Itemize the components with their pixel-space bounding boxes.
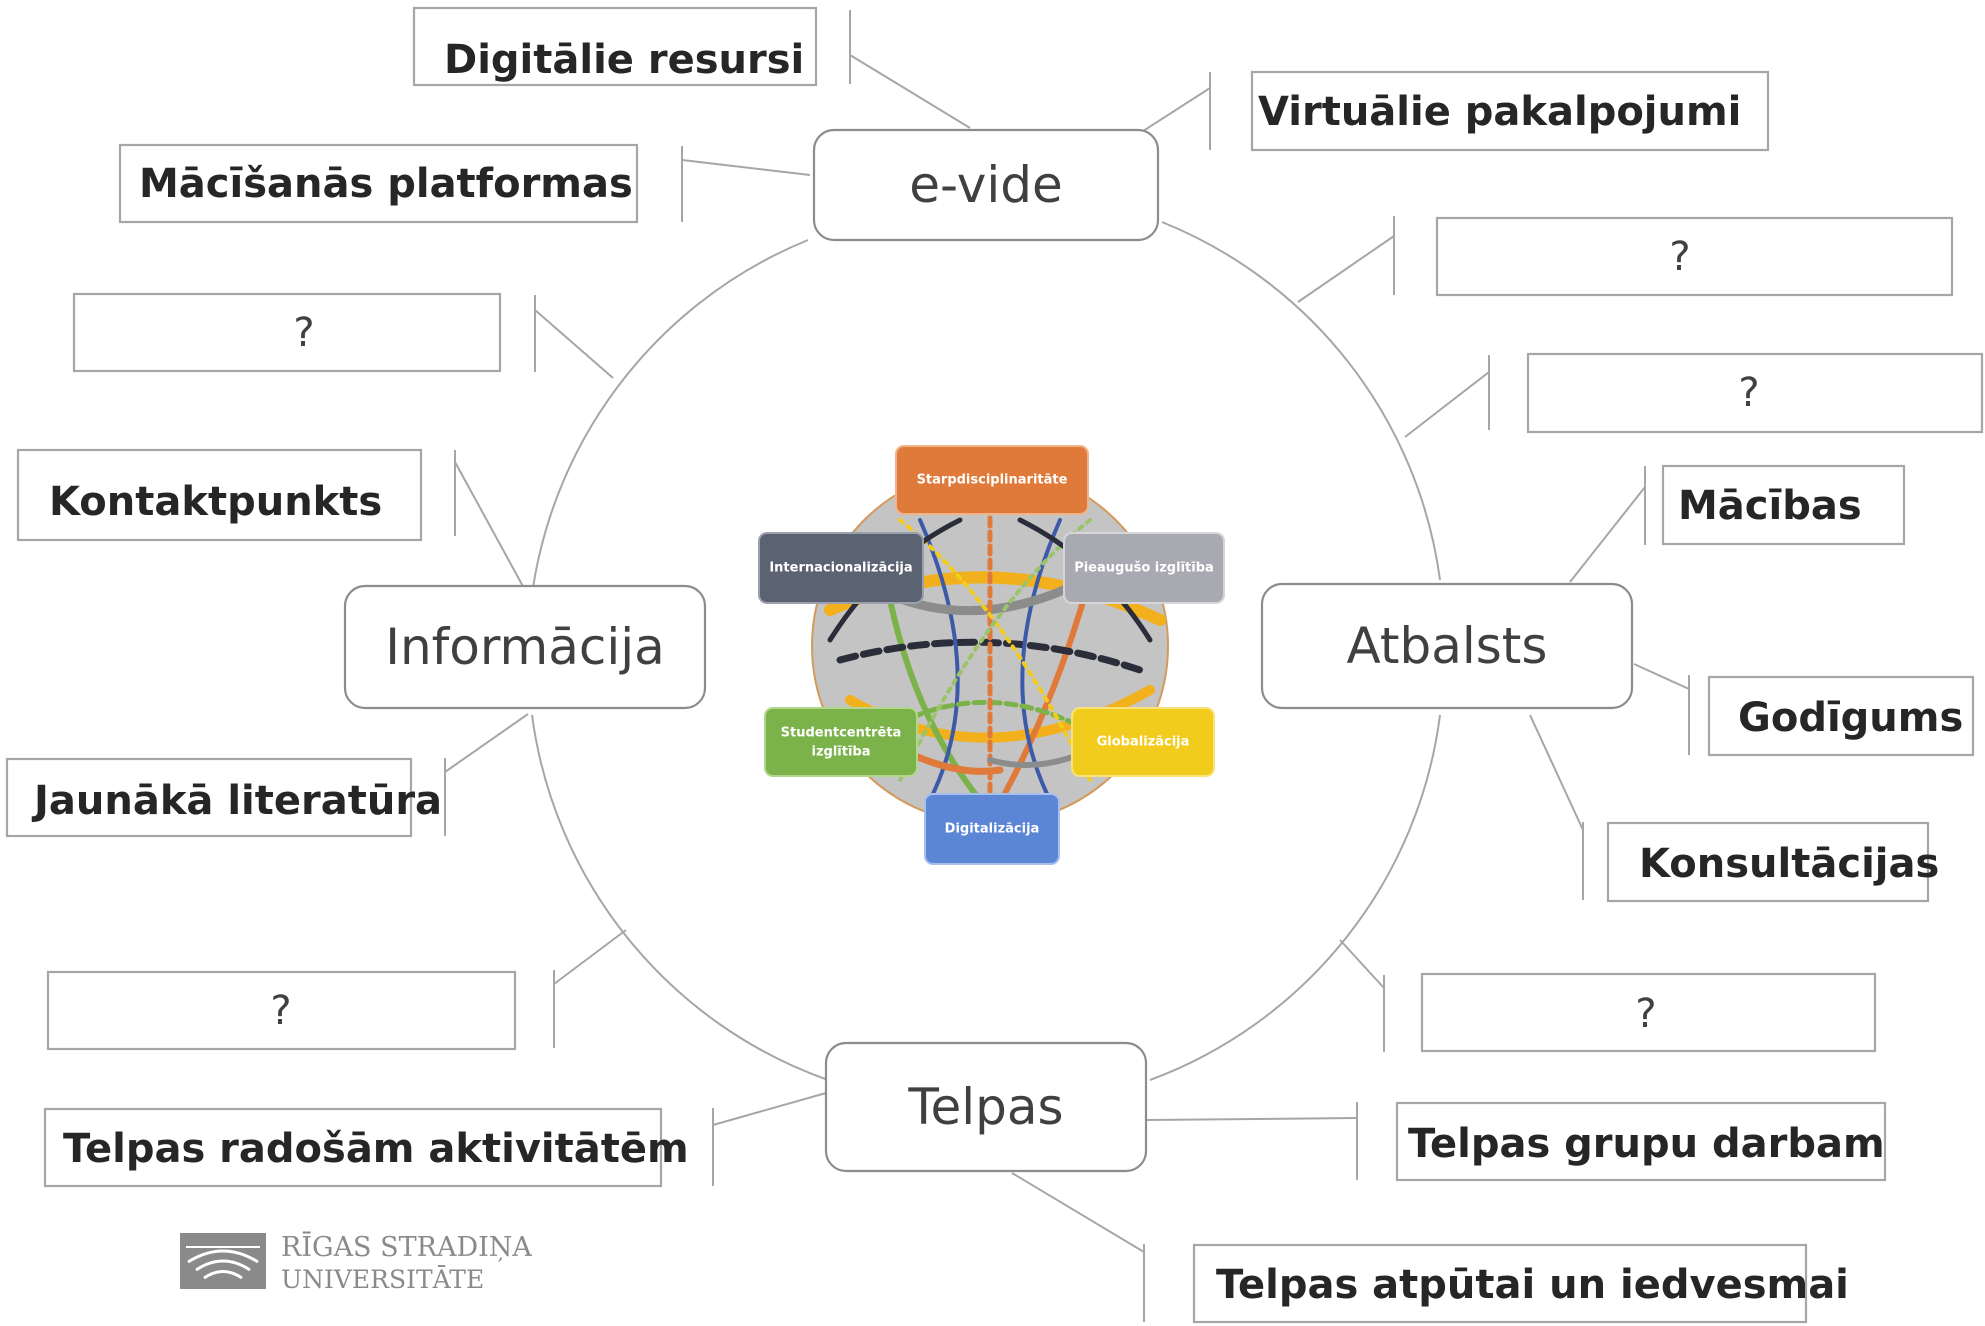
- leaf-macibas: Mācības: [1661, 464, 1906, 546]
- hub-label: Atbalsts: [1347, 617, 1548, 675]
- leaf-jaunaka-literatura: Jaunākā literatūra: [5, 757, 442, 838]
- leaf-telpas-atputai: Telpas atpūtai un iedvesmai: [1192, 1243, 1849, 1324]
- hub-label: Informācija: [385, 618, 665, 676]
- leaf-label: Digitālie resursi: [444, 37, 804, 83]
- leaf-label: Telpas atpūtai un iedvesmai: [1216, 1262, 1849, 1308]
- pill-label: izglītība: [812, 745, 871, 760]
- leaf-question-left-top: ?: [72, 292, 502, 373]
- hub-atbalsts: Atbalsts: [1260, 582, 1634, 710]
- leaf-label: Konsultācijas: [1639, 841, 1939, 887]
- leaf-godigums: Godīgums: [1707, 675, 1975, 757]
- leaf-label: ?: [1669, 234, 1690, 280]
- pill-label: Internacionalizācija: [769, 561, 912, 576]
- leaf-macisanas-platformas: Mācīšanās platformas: [118, 143, 639, 224]
- leaf-label: Telpas radošām aktivitātēm: [63, 1126, 689, 1172]
- leaf-label: Mācības: [1678, 483, 1862, 529]
- leaf-label: Mācīšanās platformas: [139, 161, 633, 207]
- leaf-label: ?: [270, 988, 291, 1034]
- pill-globalizacija: Globalizācija: [1071, 707, 1215, 777]
- pill-label: Pieaugušo izglītība: [1074, 561, 1214, 576]
- connectors: [444, 10, 1690, 1322]
- pill-internacionalizacija: Internacionalizācija: [758, 532, 924, 604]
- leaf-question-top-right-1: ?: [1435, 216, 1954, 297]
- central-graphic: Starpdisciplinaritāte Internacionalizāci…: [758, 445, 1225, 865]
- leaf-label: Virtuālie pakalpojumi: [1258, 89, 1741, 135]
- ring: [527, 221, 1441, 1081]
- leaf-label: Jaunākā literatūra: [31, 778, 442, 824]
- pill-pieauguso: Pieaugušo izglītība: [1063, 532, 1225, 604]
- leaf-label: ?: [1635, 991, 1656, 1037]
- pill-label: Starpdisciplinaritāte: [917, 473, 1068, 488]
- hub-label: Telpas: [907, 1078, 1063, 1136]
- hub-evide: e-vide: [812, 128, 1160, 242]
- leaf-label: Telpas grupu darbam: [1408, 1121, 1885, 1167]
- rsu-logo-line2: UNIVERSITĀTE: [281, 1265, 484, 1294]
- pill-label: Digitalizācija: [945, 822, 1040, 837]
- leaf-digitalie-resursi: Digitālie resursi: [412, 6, 818, 87]
- leaf-label: ?: [1738, 370, 1759, 416]
- hub-telpas: Telpas: [824, 1041, 1148, 1173]
- rsu-logo: RĪGAS STRADIŅA UNIVERSITĀTE: [180, 1230, 532, 1294]
- leaf-question-right-bottom: ?: [1420, 972, 1877, 1053]
- leaf-kontaktpunkts: Kontaktpunkts: [16, 448, 423, 542]
- hub-informacija: Informācija: [343, 584, 707, 710]
- rsu-logo-line1: RĪGAS STRADIŅA: [281, 1230, 532, 1263]
- leaf-question-left-bottom: ?: [46, 970, 517, 1051]
- leaf-question-top-right-2: ?: [1526, 352, 1984, 434]
- leaf-telpas-grupu: Telpas grupu darbam: [1395, 1101, 1887, 1182]
- leaf-telpas-radosam: Telpas radošām aktivitātēm: [43, 1107, 689, 1188]
- pill-studentcentreta: Studentcentrēta izglītība: [764, 707, 918, 777]
- pill-starpdisciplinaritate: Starpdisciplinaritāte: [895, 445, 1089, 515]
- rsu-logo-emblem: [180, 1233, 266, 1289]
- leaf-virtualie-pakalpojumi: Virtuālie pakalpojumi: [1250, 70, 1770, 152]
- pill-digitalizacija: Digitalizācija: [924, 793, 1060, 865]
- leaf-label: ?: [293, 310, 314, 356]
- pill-label: Studentcentrēta: [781, 726, 902, 741]
- leaf-label: Godīgums: [1738, 695, 1963, 741]
- hub-label: e-vide: [909, 156, 1062, 214]
- leaf-label: Kontaktpunkts: [49, 479, 382, 525]
- pill-label: Globalizācija: [1097, 735, 1190, 750]
- leaf-konsultacijas: Konsultācijas: [1606, 821, 1939, 903]
